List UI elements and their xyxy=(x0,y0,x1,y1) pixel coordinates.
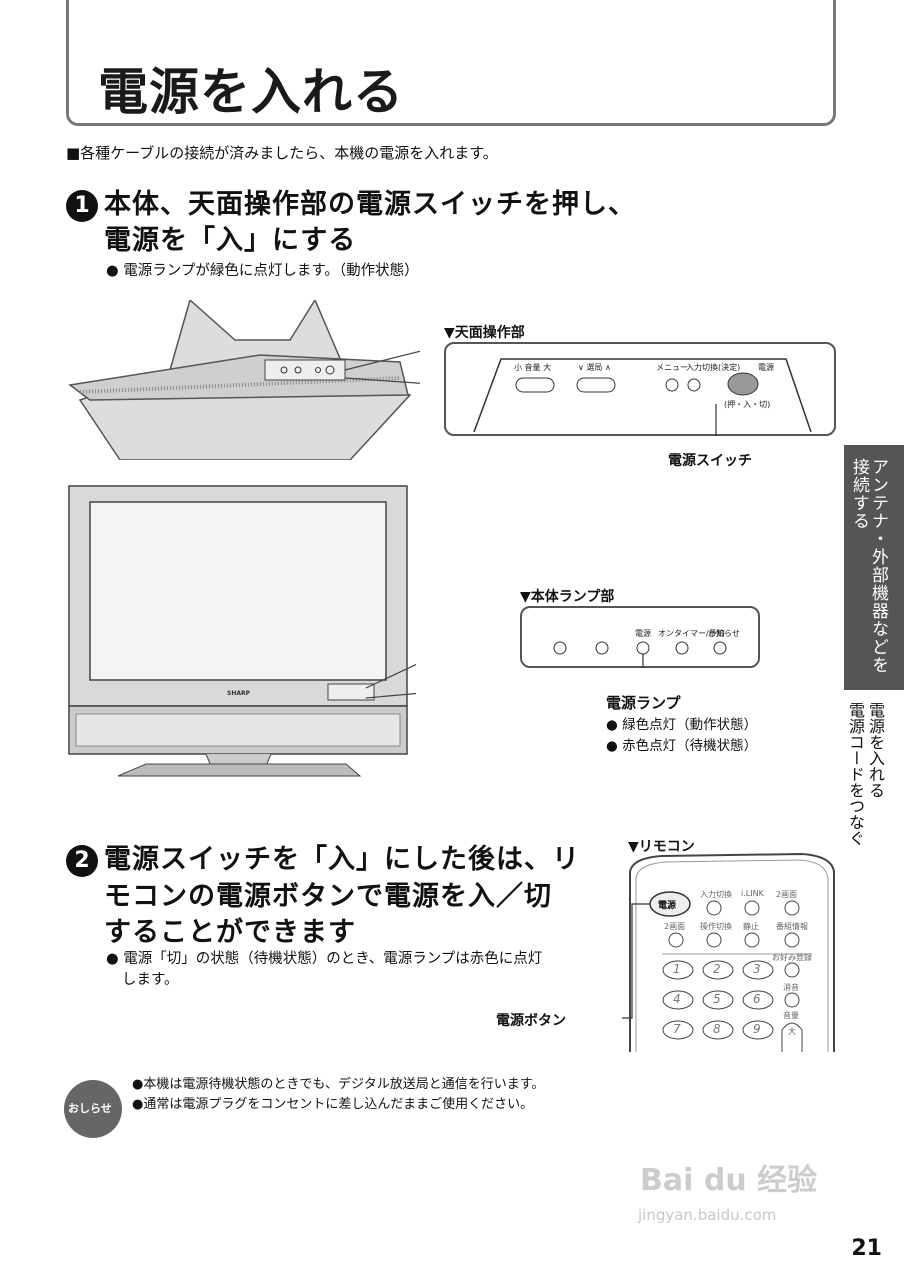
lamp-panel-heading: ▼本体ランプ部 xyxy=(520,589,615,605)
notice-icon-label: おしらせ xyxy=(68,1102,112,1115)
input-label: 入力切換(決定) xyxy=(686,363,741,372)
remote-label-input: 入力切換 xyxy=(700,890,732,899)
remote-label-info: 番組情報 xyxy=(776,922,808,931)
lamp-label-notice: お知らせ xyxy=(708,629,740,638)
channel-label: ∨ 選局 ∧ xyxy=(578,363,611,372)
step1-heading-line2: 電源を「入」にする xyxy=(104,225,357,256)
side-tab-section-1: 電源を入れる xyxy=(866,702,885,798)
remote-illustration xyxy=(622,852,835,1052)
tv-brand-logo: SHARP xyxy=(227,690,251,697)
step2-heading-line2: モコンの電源ボタンで電源を入／切 xyxy=(104,881,552,912)
tv-top-view-illustration xyxy=(68,300,420,460)
step2-bullet-line1: ● 電源「切」の状態（待機状態）のとき、電源ランプは赤色に点灯 xyxy=(106,951,543,967)
remote-key-8[interactable]: 8 xyxy=(713,1022,721,1036)
notice-line1: ●本機は電源待機状態のときでも、デジタル放送局と通信を行います。 xyxy=(132,1077,545,1092)
lamp-red-item: ● 赤色点灯（待機状態） xyxy=(606,738,758,754)
side-tab-text-1: アンテナ・外部機器などを xyxy=(868,458,888,674)
step2-bullet-line2: します。 xyxy=(122,972,179,988)
remote-key-9[interactable]: 9 xyxy=(753,1022,761,1036)
top-panel-outline xyxy=(473,358,812,436)
remote-label-big: 大 xyxy=(788,1027,796,1036)
power-label: 電源 xyxy=(758,363,774,372)
remote-key-5[interactable]: 5 xyxy=(713,992,721,1006)
lamp-label-power: 電源 xyxy=(635,629,651,638)
remote-heading: ▼リモコン xyxy=(628,839,695,855)
remote-label-mute: 消音 xyxy=(783,983,799,992)
step2-heading-line3: することができます xyxy=(104,917,356,948)
step1-number-badge: 1 xyxy=(66,190,98,222)
page-number: 21 xyxy=(851,1236,882,1261)
remote-power-button[interactable]: 電源 xyxy=(658,901,677,911)
title-frame xyxy=(66,0,836,126)
remote-label-fav: お好み登録 xyxy=(772,953,812,962)
top-panel-heading: ▼天面操作部 xyxy=(444,325,525,341)
lamp-panel-callout: 電源 オンタイマー/予約 お知らせ xyxy=(520,606,760,668)
remote-label-display: 2画面 xyxy=(776,890,798,899)
remote-power-caption: 電源ボタン xyxy=(496,1013,566,1029)
remote-key-6[interactable]: 6 xyxy=(753,992,761,1006)
remote-key-2[interactable]: 2 xyxy=(713,962,721,976)
lamp-indicators xyxy=(553,641,727,668)
remote-key-1[interactable]: 1 xyxy=(673,962,681,976)
side-tab-section-2: 電源コードをつなぐ xyxy=(846,702,865,846)
side-tab-text-2: 接続する xyxy=(849,458,869,530)
notice-icon xyxy=(64,1080,122,1138)
step1-heading-line1: 本体、天面操作部の電源スイッチを押し、 xyxy=(104,189,636,220)
step1-bullet: ● 電源ランプが緑色に点灯します。（動作状態） xyxy=(106,263,419,279)
page-title: 電源を入れる xyxy=(98,63,404,121)
remote-label-ilink: i.LINK xyxy=(741,889,764,898)
remote-label-vol: 音量 xyxy=(783,1011,799,1020)
watermark-url: jingyan.baidu.com xyxy=(638,1206,777,1224)
side-tab-chapter xyxy=(844,445,904,690)
step2-number-badge: 2 xyxy=(66,845,98,877)
remote-key-3[interactable]: 3 xyxy=(753,962,761,976)
step2-heading-line1: 電源スイッチを「入」にした後は、リ xyxy=(104,844,580,875)
tv-front-illustration xyxy=(68,485,416,777)
lamp-green-item: ● 緑色点灯（動作状態） xyxy=(606,717,758,733)
power-lamp-caption: 電源ランプ xyxy=(606,694,681,712)
volume-label: 小 音量 大 xyxy=(514,363,552,372)
top-panel-callout: 小 音量 大 ∨ 選局 ∧ メニュー 入力切換(決定) 電源 (押・入・切) xyxy=(444,342,836,436)
power-switch-caption: 電源スイッチ xyxy=(668,453,752,469)
menu-label: メニュー xyxy=(656,363,688,372)
lamp-label-ontimer: オンタイマー/予約 xyxy=(658,629,725,638)
remote-label-freeze: 静止 xyxy=(743,922,759,931)
notice-line2: ●通常は電源プラグをコンセントに差し込んだままご使用ください。 xyxy=(132,1097,534,1112)
remote-key-7[interactable]: 7 xyxy=(673,1022,681,1036)
power-sub-label: (押・入・切) xyxy=(724,400,771,409)
intro-text: ■各種ケーブルの接続が済みましたら、本機の電源を入れます。 xyxy=(66,144,498,162)
remote-label-op: 操作切換 xyxy=(700,922,732,931)
remote-label-dual: 2画面 xyxy=(664,922,686,931)
remote-key-4[interactable]: 4 xyxy=(673,992,681,1006)
watermark-logo: Bai du 经验 xyxy=(640,1163,818,1198)
